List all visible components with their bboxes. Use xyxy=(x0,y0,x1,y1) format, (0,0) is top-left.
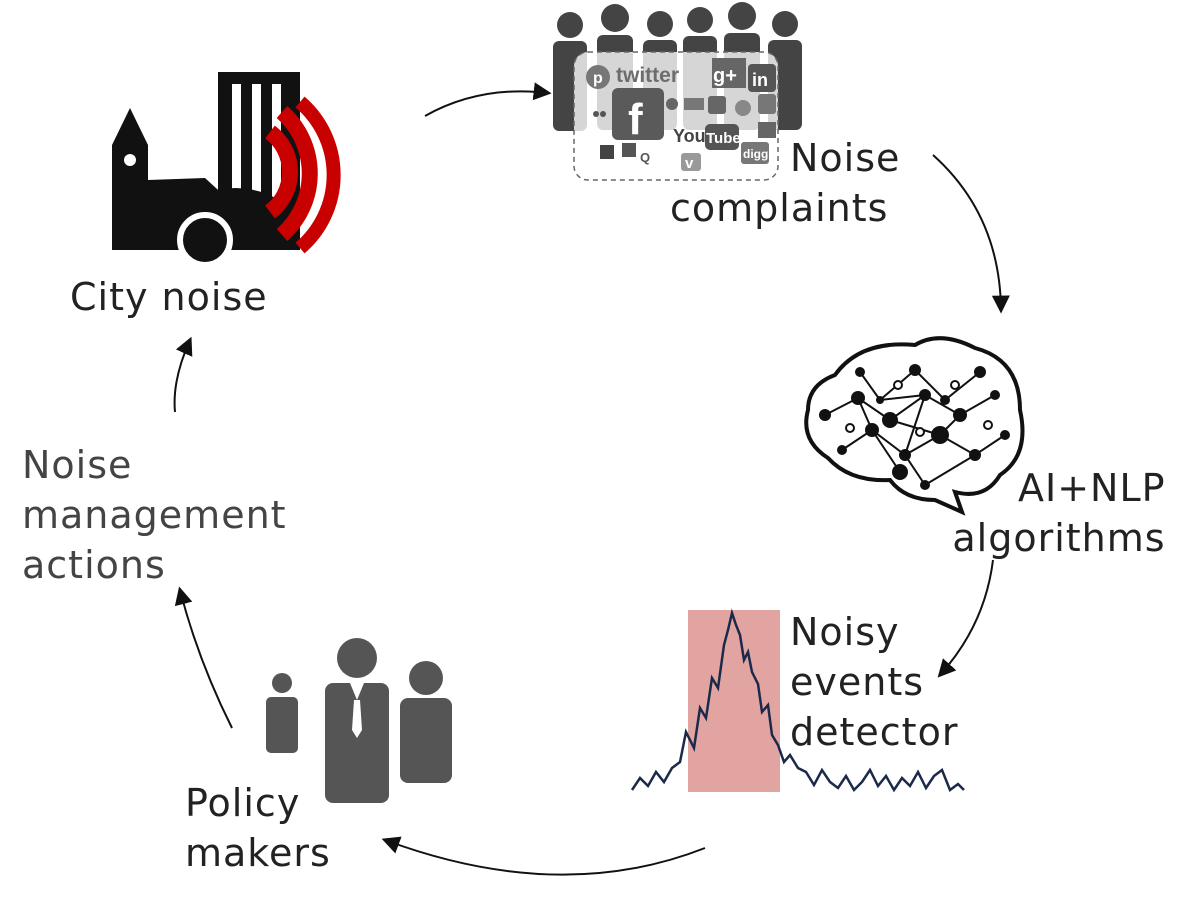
arrow-detector-to-policy xyxy=(381,836,706,876)
svg-text:Tube: Tube xyxy=(706,130,741,147)
arrow-city-to-complaints xyxy=(424,82,552,117)
ai-nlp-line-2: algorithms xyxy=(952,516,1166,560)
arrow-ai-to-detector xyxy=(937,559,994,678)
label-noise-complaints: Noise complaints xyxy=(670,133,900,233)
label-ai-nlp: AI+NLP algorithms xyxy=(930,463,1166,563)
arrow-policy-to-management xyxy=(174,586,233,729)
complaints-line-1: Noise xyxy=(790,136,901,180)
svg-text:You: You xyxy=(673,126,706,146)
arrow-complaints-to-ai xyxy=(932,154,1010,314)
management-line-1: Noise xyxy=(22,443,133,487)
label-detector: Noisy events detector xyxy=(790,607,958,757)
svg-text:v: v xyxy=(685,155,694,172)
event-highlight xyxy=(688,610,780,792)
svg-text:Q: Q xyxy=(640,150,650,165)
ai-nlp-line-1: AI+NLP xyxy=(1018,466,1166,510)
svg-text:digg: digg xyxy=(743,147,768,161)
policy-line-1: Policy xyxy=(185,781,301,825)
management-line-3: actions xyxy=(22,543,166,587)
complaints-line-2: complaints xyxy=(670,186,889,230)
detector-line-1: Noisy xyxy=(790,610,900,654)
svg-text:f: f xyxy=(628,95,643,144)
svg-text:in: in xyxy=(752,70,768,90)
svg-text:g+: g+ xyxy=(713,65,737,87)
city-noise-line: City noise xyxy=(70,275,268,319)
arrow-management-to-city xyxy=(173,336,193,413)
label-noise-management: Noise management actions xyxy=(22,440,287,590)
svg-text:twitter: twitter xyxy=(616,64,679,87)
svg-text:p: p xyxy=(593,70,603,87)
detector-line-3: detector xyxy=(790,710,959,754)
social-logos-icon: p twitter g+ in f You Tube Q v digg xyxy=(586,58,776,172)
detector-line-2: events xyxy=(790,660,925,704)
label-policy-makers: Policy makers xyxy=(185,778,331,878)
policy-line-2: makers xyxy=(185,831,331,875)
noise-signal-line xyxy=(630,608,965,793)
management-line-2: management xyxy=(22,493,287,537)
label-city-noise: City noise xyxy=(70,272,268,322)
